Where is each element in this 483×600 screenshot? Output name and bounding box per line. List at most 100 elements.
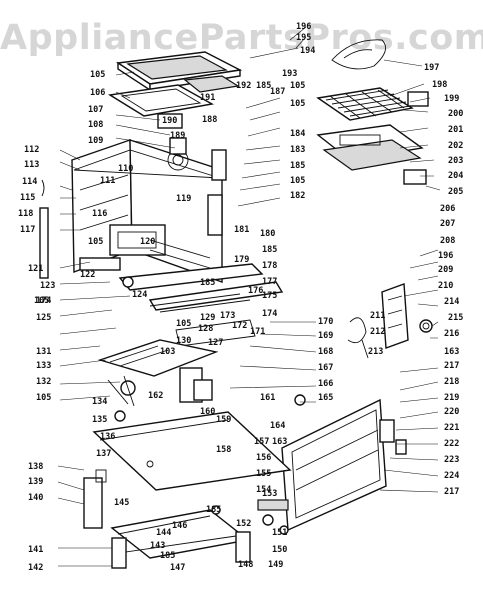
label-168: 168 [318,347,333,357]
label-203: 203 [448,156,463,166]
label-155: 155 [256,469,271,479]
label-187: 187 [270,87,285,97]
label-172: 172 [232,321,247,331]
label-217-b: 217 [444,487,459,497]
label-196-b: 196 [438,251,453,261]
handle-part-197 [331,39,387,70]
rotisserie-215 [419,319,433,333]
label-145: 145 [114,498,129,508]
label-205: 205 [448,187,463,197]
lever-211-213 [347,317,369,359]
label-118: 118 [18,209,33,219]
label-163-a: 163 [444,347,459,357]
label-167: 167 [318,363,333,373]
label-109: 109 [88,136,103,146]
label-122: 122 [80,270,95,280]
label-159: 159 [216,415,231,425]
label-123: 123 [40,281,55,291]
label-146: 146 [172,521,187,531]
label-191: 191 [200,93,215,103]
label-194: 194 [300,46,315,56]
label-114: 114 [22,177,37,187]
side-panel-210 [381,283,409,349]
label-166: 166 [318,379,333,389]
part-labels: 196 195 194 197 105 193 198 199 106 192 … [18,22,463,573]
label-196: 196 [296,22,311,32]
label-210: 210 [438,281,453,291]
label-134: 134 [92,397,107,407]
label-181: 181 [234,225,249,235]
label-185-b: 185 [290,161,305,171]
label-105-f: 105 [176,319,191,329]
label-184: 184 [290,129,305,139]
label-218: 218 [444,377,459,387]
label-185-c: 185 [262,245,277,255]
burner-bracket [118,263,284,347]
label-127: 127 [208,338,223,348]
label-106: 106 [90,88,105,98]
label-112: 112 [24,145,39,155]
label-150: 150 [272,545,287,555]
label-180: 180 [260,229,275,239]
label-163-b: 163 [272,437,287,447]
label-110: 110 [118,164,133,174]
label-147: 147 [170,563,185,573]
label-182: 182 [290,191,305,201]
oven-rack [316,87,414,121]
label-220: 220 [444,407,459,417]
label-188: 188 [202,115,217,125]
label-108: 108 [88,120,103,130]
label-197: 197 [424,63,439,73]
oven-door-panel [107,75,240,129]
oven-door [281,398,407,532]
oven-cavity [71,137,227,283]
label-213: 213 [368,347,383,357]
label-105-b: 105 [290,81,305,91]
label-142: 142 [28,563,43,573]
label-153: 153 [262,489,277,499]
label-190: 190 [162,116,177,126]
label-140: 140 [28,493,43,503]
label-219: 219 [444,393,459,403]
label-129: 129 [200,313,215,323]
knob-parts-150 [211,394,306,535]
label-199: 199 [444,94,459,104]
label-156: 156 [256,453,271,463]
label-160: 160 [200,407,215,417]
label-152: 152 [236,519,251,529]
label-151: 151 [272,528,287,538]
label-183: 183 [290,145,305,155]
label-124: 124 [132,290,147,300]
label-157: 157 [254,437,269,447]
side-strip-114 [39,179,49,279]
label-162: 162 [148,391,163,401]
label-208: 208 [440,236,455,246]
label-170: 170 [318,317,333,327]
label-148: 148 [238,560,253,570]
label-125: 125 [36,313,51,323]
label-214: 214 [444,297,459,307]
base-frame [110,509,251,569]
label-173: 173 [220,311,235,321]
label-200: 200 [448,109,463,119]
label-141: 141 [28,545,43,555]
label-185-e: 185 [206,505,221,515]
label-198: 198 [432,80,447,90]
label-206: 206 [440,204,455,214]
label-135: 135 [92,415,107,425]
burner-tube [97,339,219,403]
label-138: 138 [28,462,43,472]
label-130: 130 [176,336,191,346]
label-177: 177 [262,277,277,287]
label-107: 107 [88,105,103,115]
label-179: 179 [234,255,249,265]
label-105-d: 105 [88,237,103,247]
label-217-a: 217 [444,361,459,371]
label-111: 111 [100,176,115,186]
label-105-c: 105 [290,176,305,186]
label-224: 224 [444,471,459,481]
label-204: 204 [448,171,463,181]
label-189: 189 [170,131,185,141]
